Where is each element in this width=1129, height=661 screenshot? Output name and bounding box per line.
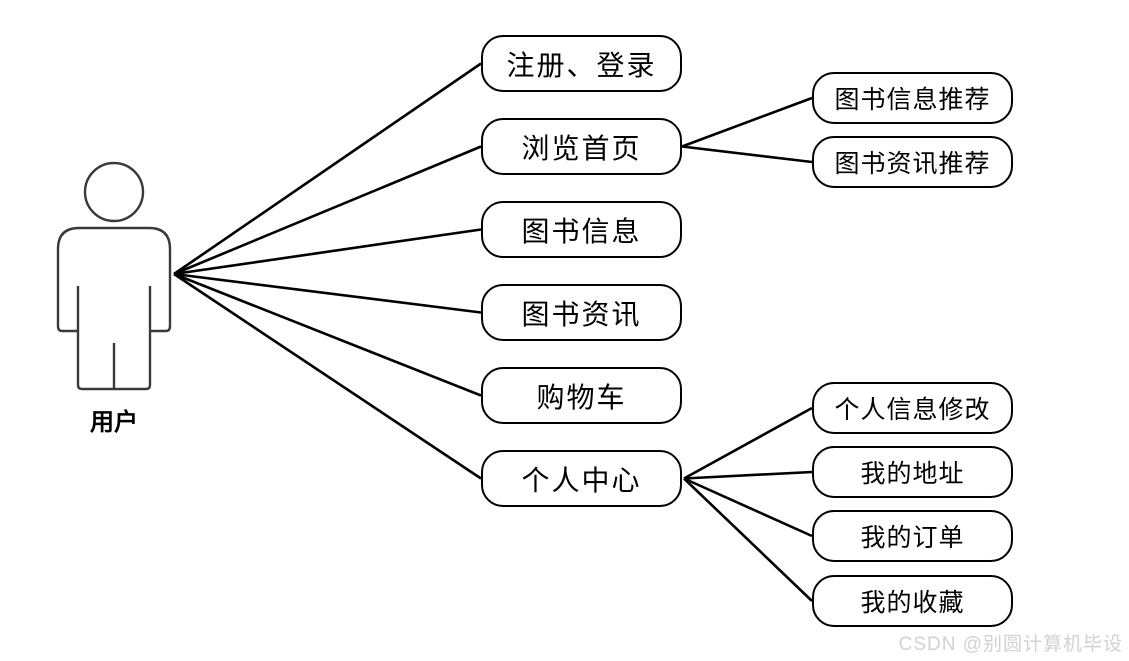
actor-shoulders-arms <box>56 226 172 333</box>
usecase-book-info: 图书信息 <box>481 201 682 258</box>
actor-head <box>83 161 145 223</box>
actor-label: 用户 <box>90 409 138 436</box>
association-line-book-info <box>173 228 482 276</box>
usecase-my-orders: 我的订单 <box>812 510 1013 562</box>
watermark-text: CSDN @别圆计算机毕设 <box>898 634 1123 655</box>
usecase-profile-edit: 个人信息修改 <box>812 382 1013 434</box>
usecase-book-info-recommend: 图书信息推荐 <box>812 72 1013 124</box>
association-line-my-orders <box>683 477 813 538</box>
association-line-profile-edit <box>683 406 813 480</box>
actor-association-lines <box>173 62 482 480</box>
usecase-my-favorites: 我的收藏 <box>812 575 1013 627</box>
association-line-browse-home <box>173 145 482 276</box>
association-line-register-login <box>173 62 482 276</box>
association-line-book-news <box>173 272 482 314</box>
usecase-book-news-recommend: 图书资讯推荐 <box>812 136 1013 188</box>
usecase-shopping-cart: 购物车 <box>481 367 682 424</box>
association-line-my-address <box>683 470 813 480</box>
association-line-book-news-recommend <box>681 145 813 164</box>
association-line-personal-center <box>173 272 482 480</box>
usecase-register-login: 注册、登录 <box>481 35 682 92</box>
usecase-personal-center: 个人中心 <box>481 450 682 507</box>
association-line-my-favorites <box>683 477 813 602</box>
usecase-book-news: 图书资讯 <box>481 284 682 341</box>
actor-figure <box>56 161 172 391</box>
usecase-browse-home: 浏览首页 <box>481 118 682 175</box>
association-line-shopping-cart <box>173 272 482 397</box>
browse-home-association-lines <box>681 96 813 164</box>
association-line-book-info-recommend <box>681 96 813 148</box>
usecase-my-address: 我的地址 <box>812 446 1013 498</box>
personal-center-association-lines <box>683 406 813 602</box>
